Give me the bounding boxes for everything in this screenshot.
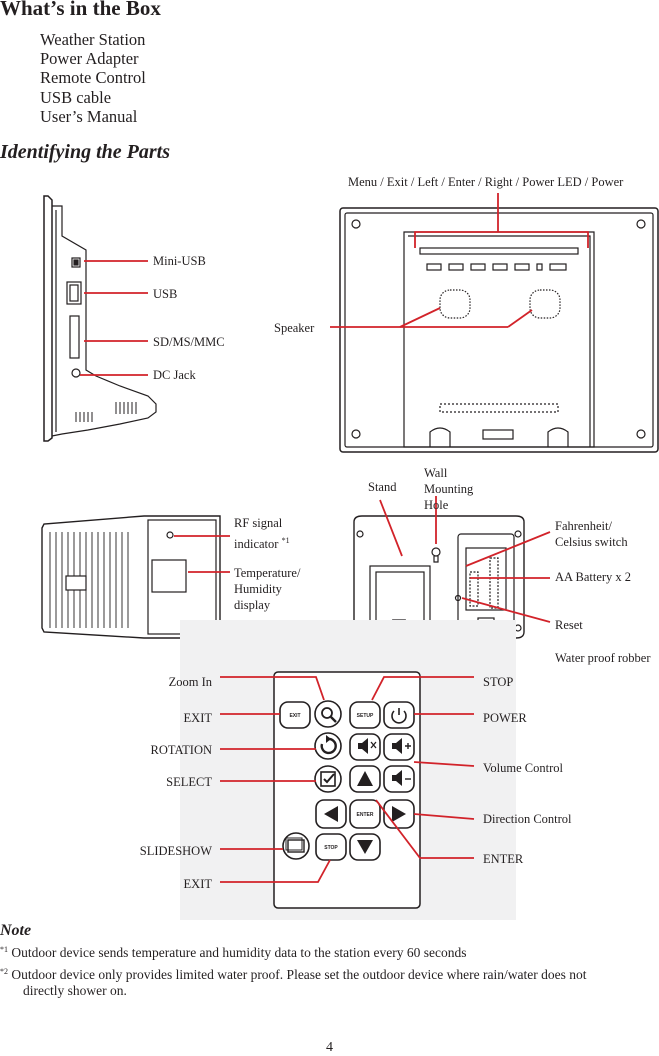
note-title: Note [0, 922, 32, 939]
box-item: Power Adapter [40, 49, 139, 69]
label-menu-buttons: Menu / Exit / Left / Enter / Right / Pow… [348, 175, 624, 189]
label-rotation: ROTATION [150, 743, 213, 757]
label-wall-line1: Wall [424, 466, 448, 480]
label-fahrenheit-line1: Fahrenheit/ [555, 519, 612, 533]
label-sd: SD/MS/MMC [153, 335, 225, 349]
label-mini-usb: Mini-USB [153, 254, 206, 268]
label-usb: USB [153, 287, 178, 301]
label-rf-line1: RF signal [234, 516, 283, 530]
label-fahrenheit: Fahrenheit/ Celsius switch [555, 518, 628, 550]
label-slideshow: SLIDESHOW [139, 844, 212, 858]
note-2: *2 Outdoor device only provides limited … [0, 963, 586, 983]
label-temp-line1: Temperature/ [234, 566, 301, 580]
remote-stop-key-label: STOP [324, 845, 338, 851]
label-wall-line3: Hole [424, 498, 449, 512]
label-direction: Direction Control [483, 812, 572, 826]
note-1-mark: *1 [0, 945, 8, 954]
label-stand: Stand [368, 480, 397, 494]
label-stop: STOP [483, 675, 514, 689]
note-2-continued: directly shower on. [23, 983, 127, 998]
label-battery: AA Battery x 2 [555, 570, 632, 584]
label-power: POWER [483, 711, 527, 725]
callout-lines [80, 193, 589, 883]
label-dc-jack: DC Jack [153, 368, 196, 382]
label-temp-line3: display [234, 598, 271, 612]
label-reset: Reset [555, 618, 583, 632]
label-temperature: Temperature/ Humidity display [234, 565, 300, 613]
page-number: 4 [326, 1040, 333, 1055]
note-2-text: Outdoor device only provides limited wat… [11, 967, 587, 982]
label-rf-line2: indicator *1 [234, 532, 290, 553]
label-temp-line2: Humidity [234, 582, 282, 596]
label-wall-line2: Mounting [424, 482, 474, 496]
station-back-view [339, 207, 659, 453]
label-rf-sup: *1 [281, 536, 290, 545]
label-enter: ENTER [483, 852, 524, 866]
box-item: Weather Station [40, 30, 146, 49]
label-fahrenheit-line2: Celsius switch [555, 535, 628, 549]
parts-title: Identifying the Parts [0, 141, 171, 163]
remote-exit-key-label: EXIT [289, 713, 300, 719]
label-select: SELECT [166, 775, 212, 789]
label-wall-hole: Wall Mounting Hole [424, 465, 473, 513]
remote-setup-key-label: SETUP [357, 713, 374, 719]
box-item: User’s Manual [40, 106, 138, 126]
note-1: *1 Outdoor device sends temperature and … [0, 941, 467, 961]
label-volume: Volume Control [483, 761, 563, 775]
label-exit-2: EXIT [183, 877, 212, 891]
box-item: Remote Control [40, 68, 146, 88]
box-list: Weather Station Power Adapter Remote Con… [40, 30, 146, 126]
note-2-mark: *2 [0, 967, 8, 976]
sensor-side-view [41, 515, 221, 639]
remote-enter-key-label: ENTER [357, 812, 374, 818]
label-rf-text: indicator [234, 537, 279, 552]
note-1-text: Outdoor device sends temperature and hum… [11, 945, 467, 960]
box-title: What’s in the Box [0, 0, 161, 20]
label-speaker: Speaker [274, 321, 315, 335]
label-rf-signal: RF signal indicator *1 [234, 515, 290, 553]
label-zoom-in: Zoom In [168, 675, 212, 689]
sensor-back-view [353, 515, 525, 639]
label-exit: EXIT [183, 711, 212, 725]
station-side-view [43, 195, 157, 442]
remote-control: EXIT SETUP ENTER STOP [273, 671, 421, 909]
label-waterproof: Water proof robber [555, 651, 651, 665]
box-item: USB cable [40, 87, 112, 107]
